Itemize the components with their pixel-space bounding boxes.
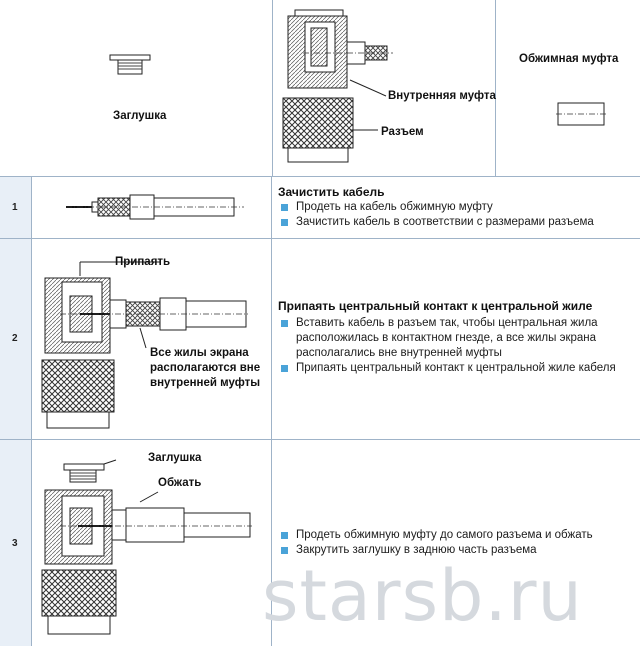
stripped-cable-drawing xyxy=(66,194,244,220)
crimp-callout: Обжать xyxy=(158,477,202,489)
list-item: Припаять центральный контакт к центральн… xyxy=(280,361,620,376)
cap-callout: Заглушка xyxy=(148,452,202,464)
step1-title: Зачистить кабель xyxy=(278,185,385,199)
list-item: Вставить кабель в разъем так, чтобы цент… xyxy=(280,316,620,361)
step-number: 2 xyxy=(12,333,18,344)
bullet-square-icon xyxy=(281,204,288,211)
callout-lines xyxy=(349,79,387,131)
step2-connector-drawing xyxy=(41,261,248,429)
crimp-sleeve-label: Обжимная муфта xyxy=(519,53,619,65)
solder-callout: Припаять xyxy=(115,256,171,268)
step2-text-cell xyxy=(272,239,640,439)
bullet-square-icon xyxy=(281,365,288,372)
step-number: 1 xyxy=(12,202,18,213)
header-cell-cap xyxy=(0,0,272,176)
watermark: starsb.ru xyxy=(262,555,583,637)
bullet-square-icon xyxy=(281,320,288,327)
grid-line xyxy=(31,177,32,646)
step3-bullets: Продеть обжимную муфту до самого разъема… xyxy=(280,528,620,558)
cap-drawing xyxy=(109,54,151,75)
list-item: Зачистить кабель в соответствии с размер… xyxy=(280,215,630,230)
step3-connector-drawing xyxy=(41,459,252,635)
grid-line xyxy=(0,238,640,239)
step-number: 3 xyxy=(12,538,18,549)
connector-label: Разъем xyxy=(381,126,424,138)
step2-bullets: Вставить кабель в разъем так, чтобы цент… xyxy=(280,316,620,376)
grid-line xyxy=(0,439,640,440)
step2-title: Припаять центральный контакт к центральн… xyxy=(278,299,593,313)
list-item: Закрутить заглушку в заднюю часть разъем… xyxy=(280,543,620,558)
step1-text-cell xyxy=(272,177,640,238)
grid-line xyxy=(495,0,496,176)
step1-bullets: Продеть на кабель обжимную муфту Зачисти… xyxy=(280,200,630,230)
header-cell-sleeve xyxy=(496,0,640,176)
list-item: Продеть на кабель обжимную муфту xyxy=(280,200,630,215)
bullet-square-icon xyxy=(281,547,288,554)
bullet-square-icon xyxy=(281,219,288,226)
crimp-sleeve-drawing xyxy=(556,102,606,126)
list-item: Продеть обжимную муфту до самого разъема… xyxy=(280,528,620,543)
grid-line xyxy=(271,177,272,646)
connector-drawing xyxy=(282,9,393,163)
inner-sleeve-label: Внутренняя муфта xyxy=(388,90,496,102)
grid-line xyxy=(0,176,640,177)
shield-callout: Все жилы экрана располагаются вне внутре… xyxy=(150,347,261,389)
step3-text-cell xyxy=(272,440,640,646)
bullet-square-icon xyxy=(281,532,288,539)
cap-label: Заглушка xyxy=(113,110,167,122)
grid-line xyxy=(272,0,273,176)
